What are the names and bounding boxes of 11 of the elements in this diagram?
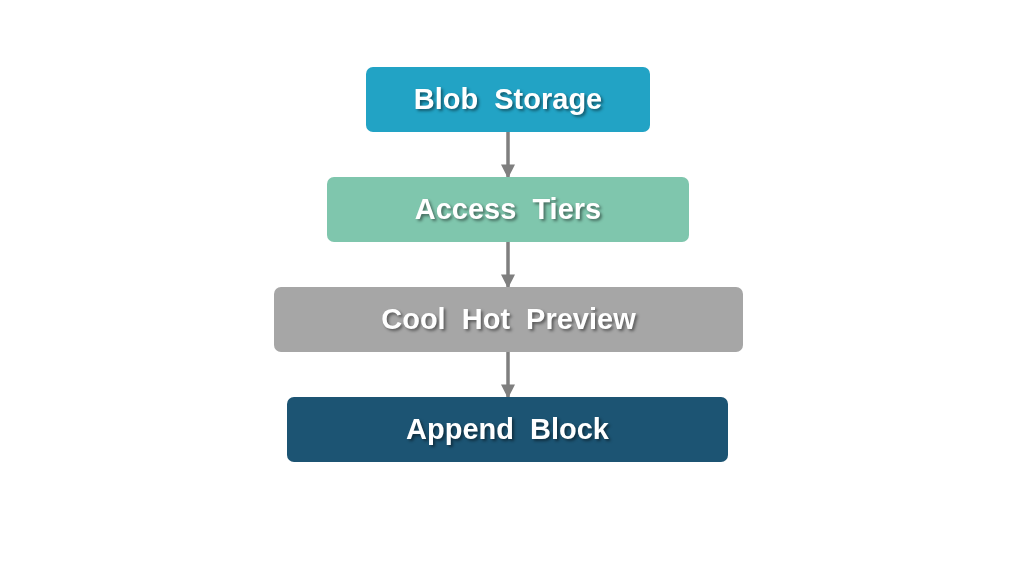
process-box: [327, 177, 689, 242]
arrow: [501, 242, 515, 289]
process-box: [366, 67, 650, 132]
arrow: [501, 132, 515, 179]
box-label: Blob Storage: [413, 83, 603, 116]
arrow: [501, 352, 515, 399]
process-box: [274, 287, 743, 352]
box-label: Access Tiers: [414, 193, 602, 226]
box-label: Cool Hot Preview: [381, 303, 636, 336]
process-box: [287, 397, 728, 462]
box-label: Append Block: [406, 413, 609, 446]
